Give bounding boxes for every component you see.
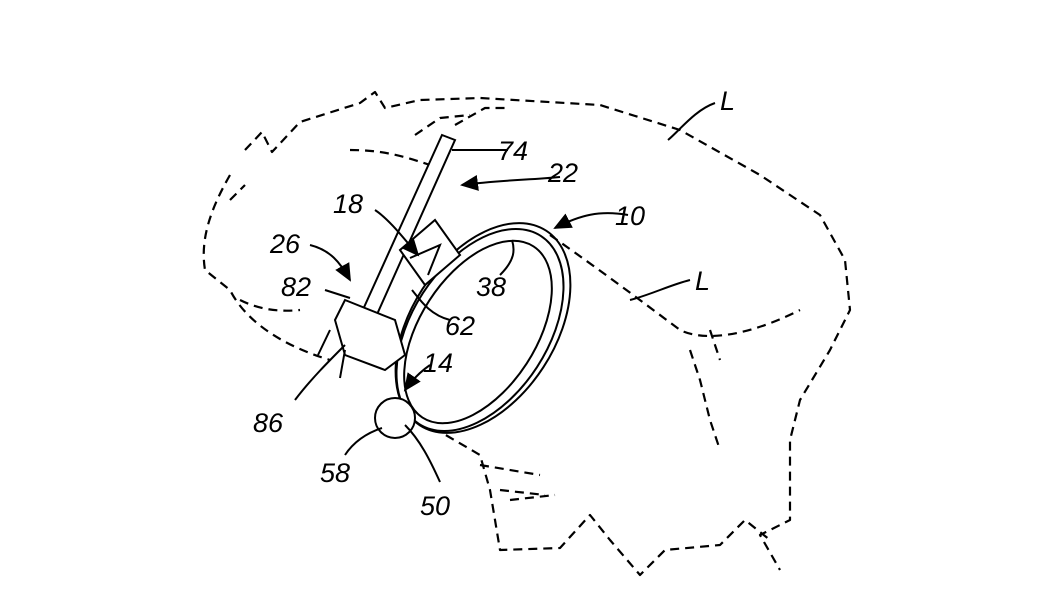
lung-inner-dash-5 [688,329,722,451]
label-58: 58 [320,458,350,488]
lung-inner-dash-4 [479,463,556,502]
label-14: 14 [423,348,453,378]
connector [398,218,462,287]
leader-lines [294,102,716,483]
label-86: 86 [253,408,284,438]
label-L-right: L [695,266,710,296]
label-50: 50 [420,491,450,521]
label-38: 38 [476,272,506,302]
label-82: 82 [281,272,311,302]
label-26: 26 [269,229,301,259]
lung-outline [202,90,852,571]
lung-inner-dash-3 [229,184,301,312]
label-L-top: L [720,86,735,116]
label-22: 22 [547,158,578,188]
lung-outline-lower [419,419,771,577]
band-edge [394,222,572,434]
label-62: 62 [445,311,475,341]
label-10: 10 [615,201,645,231]
lung-inner-dash-1 [349,148,431,167]
lung-inner-dash-2 [414,106,510,136]
connector-detail [409,243,442,276]
label-74: 74 [498,136,528,166]
ball [374,397,416,439]
sleeve [333,298,407,372]
lung-fissure [549,234,801,338]
band-inner [403,239,553,425]
sleeve-line [317,329,346,379]
label-18: 18 [333,189,363,219]
